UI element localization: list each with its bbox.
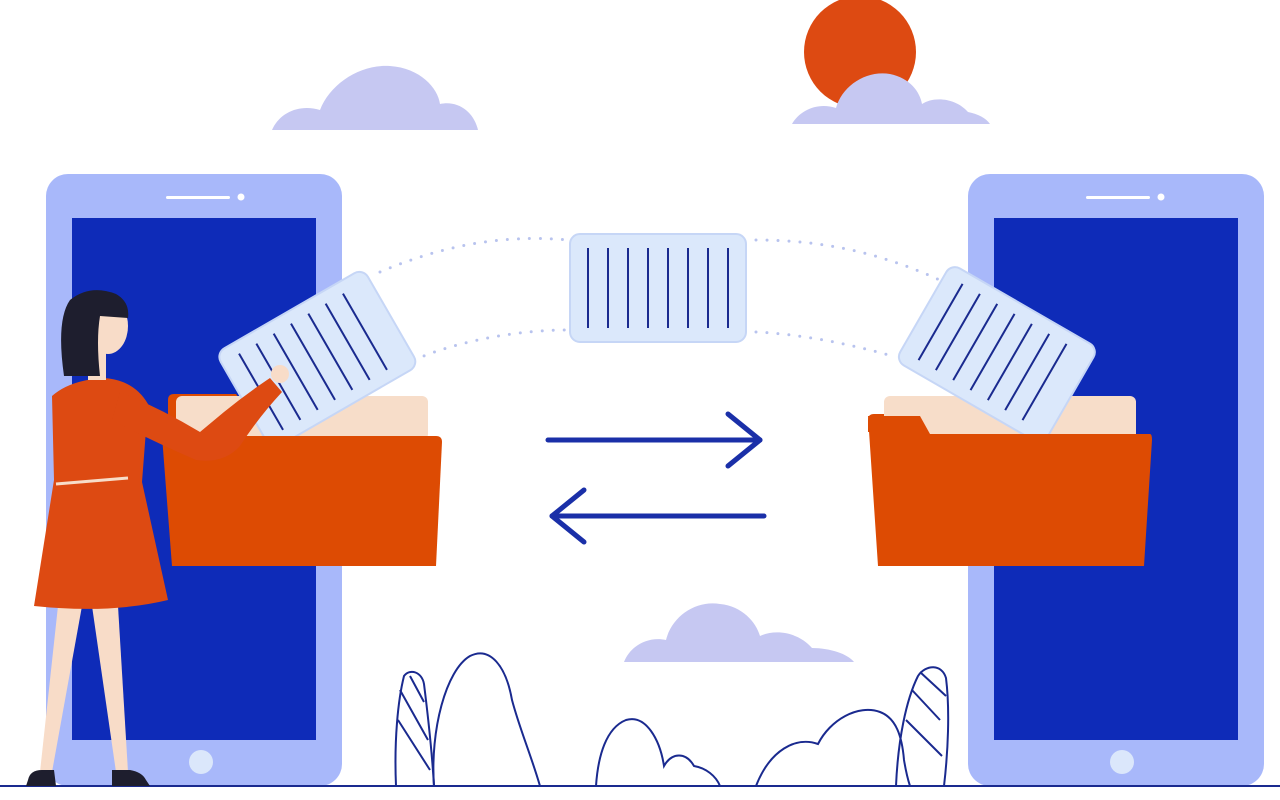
- folder-icon: [162, 436, 442, 566]
- plant-icon: [755, 666, 950, 787]
- person-belt: [55, 476, 129, 486]
- phone-speaker: [1086, 196, 1150, 199]
- person-dress: [34, 378, 168, 609]
- cloud-icon: [624, 603, 854, 662]
- folder-icon: [868, 416, 1152, 566]
- person-hair: [61, 290, 129, 376]
- person-leg: [40, 606, 82, 772]
- person-shoe: [112, 770, 150, 786]
- transfer-path-top: [378, 237, 572, 274]
- document-icon: [569, 233, 747, 343]
- plant-icon: [595, 718, 721, 787]
- arrow-right-icon: [545, 411, 763, 469]
- home-button: [1110, 750, 1134, 774]
- person-leg: [92, 606, 128, 772]
- phone-speaker: [166, 196, 230, 199]
- transfer-path-top: [754, 238, 946, 284]
- person-icon: [26, 290, 289, 786]
- person-arm: [112, 378, 282, 461]
- phone-camera: [1157, 193, 1165, 201]
- cloud-icon: [272, 65, 478, 130]
- document-lines: [587, 248, 729, 328]
- document-icon: [897, 266, 1096, 443]
- person-shoe: [26, 770, 56, 786]
- plant-icon: [394, 652, 541, 787]
- right-folder: [868, 266, 1152, 566]
- transfer-path-bottom: [754, 330, 894, 358]
- home-button: [189, 750, 213, 774]
- phone-camera: [237, 193, 245, 201]
- transfer-path-bottom: [412, 328, 570, 362]
- cloud-icon: [792, 73, 990, 124]
- arrow-left-icon: [549, 487, 767, 545]
- person-hand: [271, 365, 289, 383]
